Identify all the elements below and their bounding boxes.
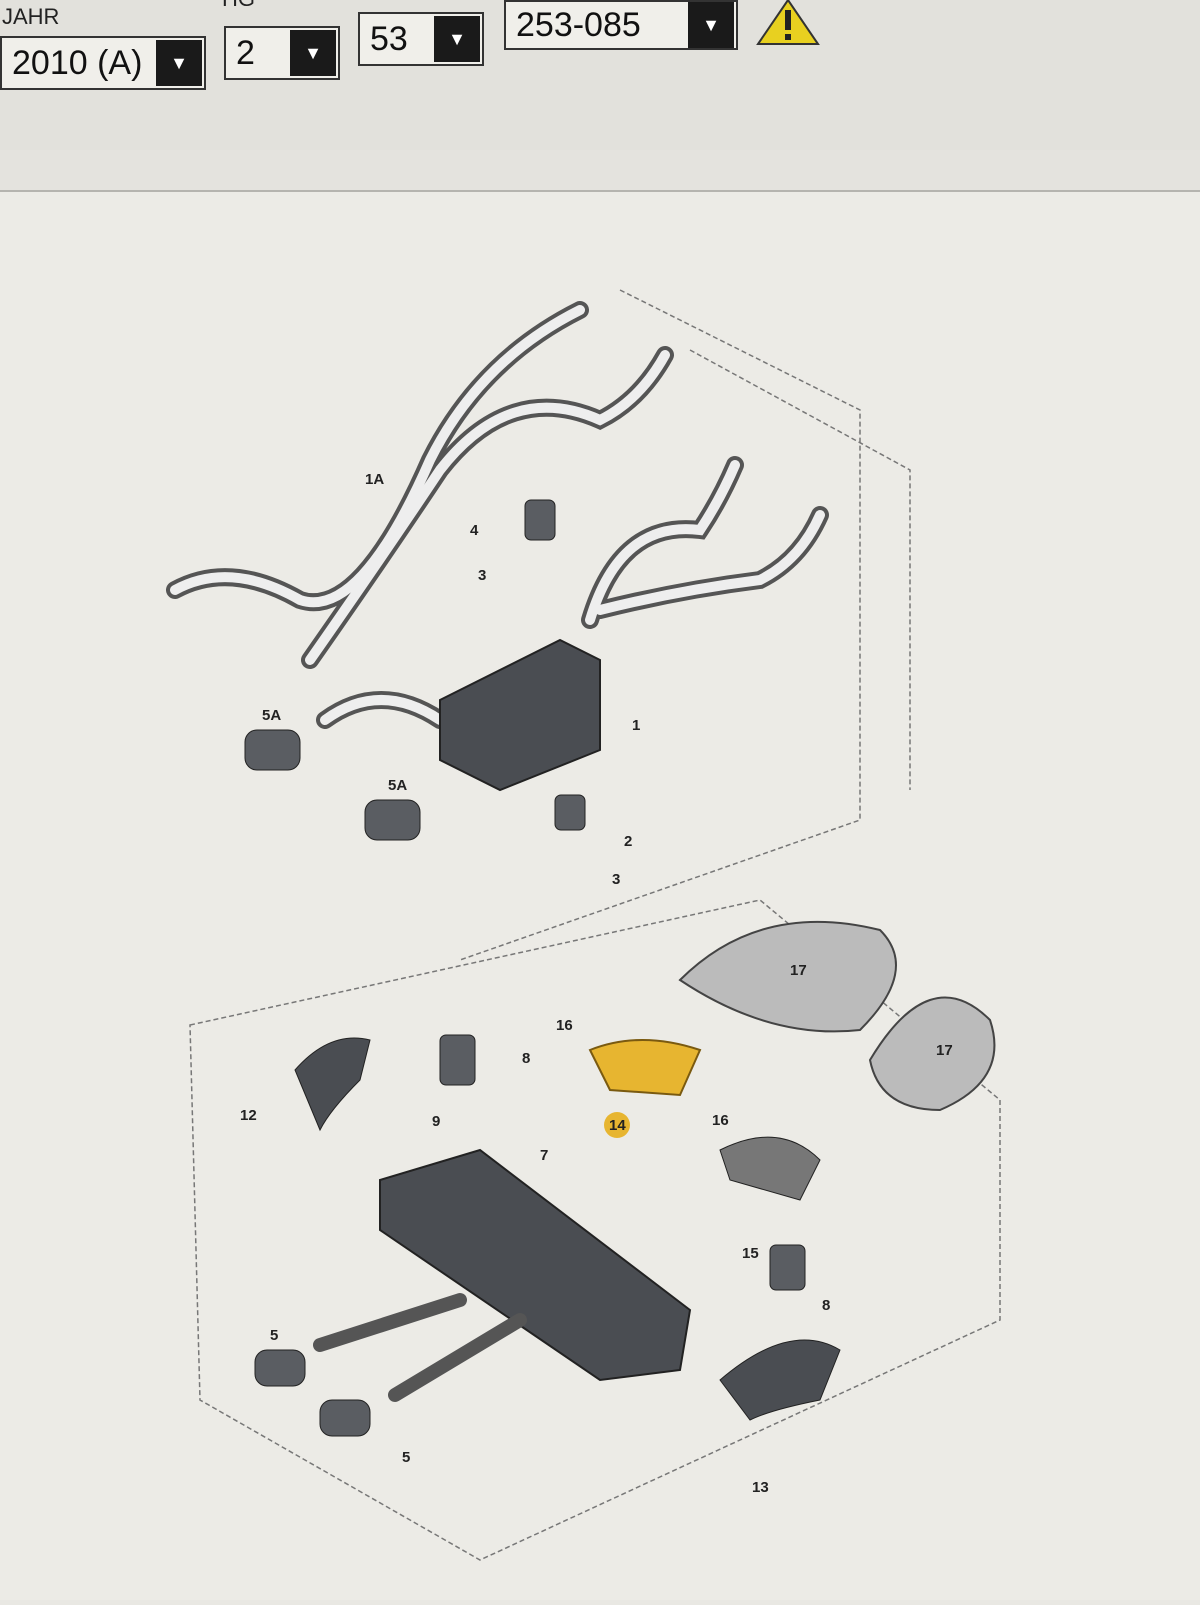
callout: 5A bbox=[388, 777, 407, 794]
callout: 16 bbox=[556, 1017, 573, 1034]
parts-diagram[interactable]: 1A 4 3 5A 5A 1 2 3 17 17 16 8 12 9 14 16… bbox=[0, 192, 1200, 1600]
filter-toolbar: JAHR HG 2010 (A) ▼ 2 ▼ 53 ▼ 253-085 ▼ bbox=[0, 0, 1200, 152]
hg-label: HG bbox=[222, 0, 255, 12]
hg-select[interactable]: 2 ▼ bbox=[224, 26, 340, 80]
callout: 5 bbox=[270, 1327, 278, 1344]
highlighted-part-14[interactable] bbox=[588, 1039, 702, 1097]
front-muffler bbox=[439, 638, 601, 792]
callout: 12 bbox=[240, 1107, 257, 1124]
illustration-select[interactable]: 253-085 ▼ bbox=[504, 0, 738, 50]
tail-pipe-right bbox=[719, 1339, 841, 1421]
callout: 7 bbox=[540, 1147, 548, 1164]
callout: 8 bbox=[822, 1297, 830, 1314]
callout: 8 bbox=[522, 1050, 530, 1067]
year-label: JAHR bbox=[2, 4, 60, 29]
callout: 5A bbox=[262, 707, 281, 724]
callout: 13 bbox=[752, 1479, 769, 1496]
callout: 5 bbox=[402, 1449, 410, 1466]
ug-select[interactable]: 53 ▼ bbox=[358, 12, 484, 66]
heat-shields bbox=[678, 920, 996, 1112]
ug-value: 53 bbox=[370, 19, 408, 58]
callout-labels: 1A 4 3 5A 5A 1 2 3 17 17 16 8 12 9 14 16… bbox=[240, 471, 953, 1496]
hg-value: 2 bbox=[236, 33, 255, 72]
year-value: 2010 (A) bbox=[12, 43, 143, 82]
secondary-bar bbox=[0, 150, 1200, 192]
callout: 4 bbox=[470, 522, 479, 539]
year-select[interactable]: 2010 (A) ▼ bbox=[0, 36, 206, 90]
warning-triangle-icon[interactable] bbox=[756, 0, 820, 46]
illustration-value: 253-085 bbox=[516, 5, 641, 44]
callout: 17 bbox=[790, 962, 807, 979]
group-frames bbox=[189, 289, 1001, 1561]
clamps bbox=[244, 499, 806, 1437]
callout: 9 bbox=[432, 1113, 440, 1130]
highlighted-callout-marker bbox=[604, 1112, 630, 1138]
exhaust-exploded-view: 1A 4 3 5A 5A 1 2 3 17 17 16 8 12 9 14 16… bbox=[166, 289, 1001, 1561]
callout: 17 bbox=[936, 1042, 953, 1059]
triangle-down-icon[interactable]: ▼ bbox=[156, 40, 202, 86]
rear-pipes bbox=[313, 1293, 527, 1402]
callout: 15 bbox=[742, 1245, 759, 1262]
callout: 16 bbox=[712, 1112, 729, 1129]
callout: 3 bbox=[612, 871, 620, 888]
callout: 2 bbox=[624, 833, 632, 850]
callout: 3 bbox=[478, 567, 486, 584]
callout: 1 bbox=[632, 717, 640, 734]
triangle-down-icon[interactable]: ▼ bbox=[290, 30, 336, 76]
callout: 14 bbox=[609, 1117, 626, 1134]
tail-trim-15 bbox=[719, 1136, 821, 1201]
rear-muffler bbox=[379, 1148, 692, 1382]
triangle-down-icon[interactable]: ▼ bbox=[688, 2, 734, 48]
triangle-down-icon[interactable]: ▼ bbox=[434, 16, 480, 62]
tail-pipe-left bbox=[294, 1037, 371, 1132]
callout: 1A bbox=[365, 471, 384, 488]
